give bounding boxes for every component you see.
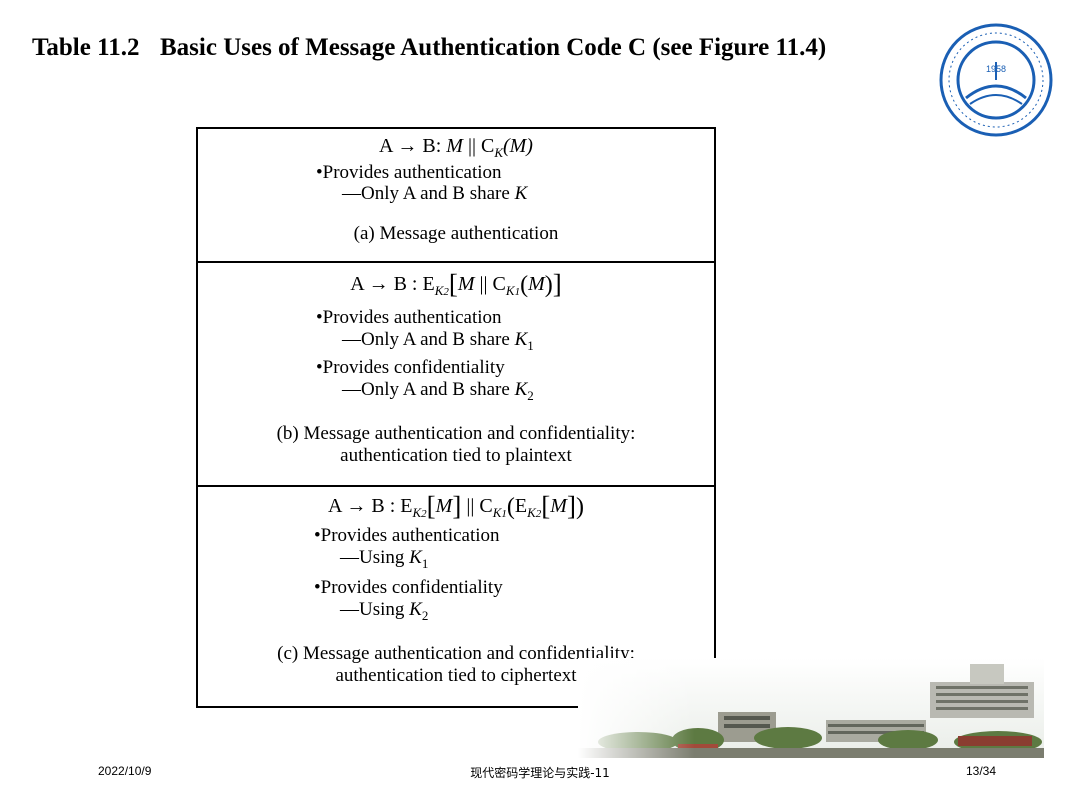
detail-a1: —Only A and B share K: [342, 183, 528, 204]
caption-b-line2: authentication tied to plaintext: [340, 445, 572, 466]
footer-page-number: 13/34: [966, 764, 997, 778]
detail-c1: —Using K1: [340, 547, 429, 571]
bullet-b1: •Provides authentication: [316, 307, 502, 328]
detail-c2: —Using K2: [340, 599, 429, 623]
bullet-b2: •Provides confidentiality: [316, 357, 505, 378]
equation-c: A → B : EK2[M] || CK1(EK2[M]): [328, 491, 584, 521]
equation-b: A → B : EK2[M || CK1(M)]: [350, 269, 562, 299]
caption-c-line2: authentication tied to ciphertext: [335, 665, 577, 686]
bullet-c2: •Provides confidentiality: [314, 577, 503, 598]
slide-title: Table 11.2 Basic Uses of Message Authenti…: [32, 34, 826, 62]
equation-a: A → B: M || CK(M): [379, 135, 533, 160]
table-cell-b: A → B : EK2[M || CK1(M)] •Provides authe…: [198, 263, 714, 487]
footer-date: 2022/10/9: [98, 764, 152, 778]
table-title: Basic Uses of Message Authentication Cod…: [160, 34, 827, 61]
mac-uses-table: A → B: M || CK(M) •Provides authenticati…: [196, 127, 716, 708]
table-cell-a: A → B: M || CK(M) •Provides authenticati…: [198, 129, 714, 263]
logo-year: 1958: [986, 64, 1006, 74]
caption-c-line1: (c) Message authentication and confident…: [277, 643, 635, 664]
caption-a: (a) Message authentication: [353, 223, 559, 244]
detail-b2: —Only A and B share K2: [342, 379, 534, 403]
table-cell-c: A → B : EK2[M] || CK1(EK2[M]) •Provides …: [198, 487, 714, 706]
campus-photo: [578, 658, 1044, 758]
table-number: Table 11.2: [32, 34, 140, 61]
footer-course-title: 现代密码学理论与实践-11: [470, 766, 610, 780]
bullet-a1: •Provides authentication: [316, 162, 502, 183]
bullet-c1: •Provides authentication: [314, 525, 500, 546]
university-logo: 1958: [939, 23, 1053, 137]
caption-b-line1: (b) Message authentication and confident…: [276, 423, 636, 444]
detail-b1: —Only A and B share K1: [342, 329, 534, 353]
